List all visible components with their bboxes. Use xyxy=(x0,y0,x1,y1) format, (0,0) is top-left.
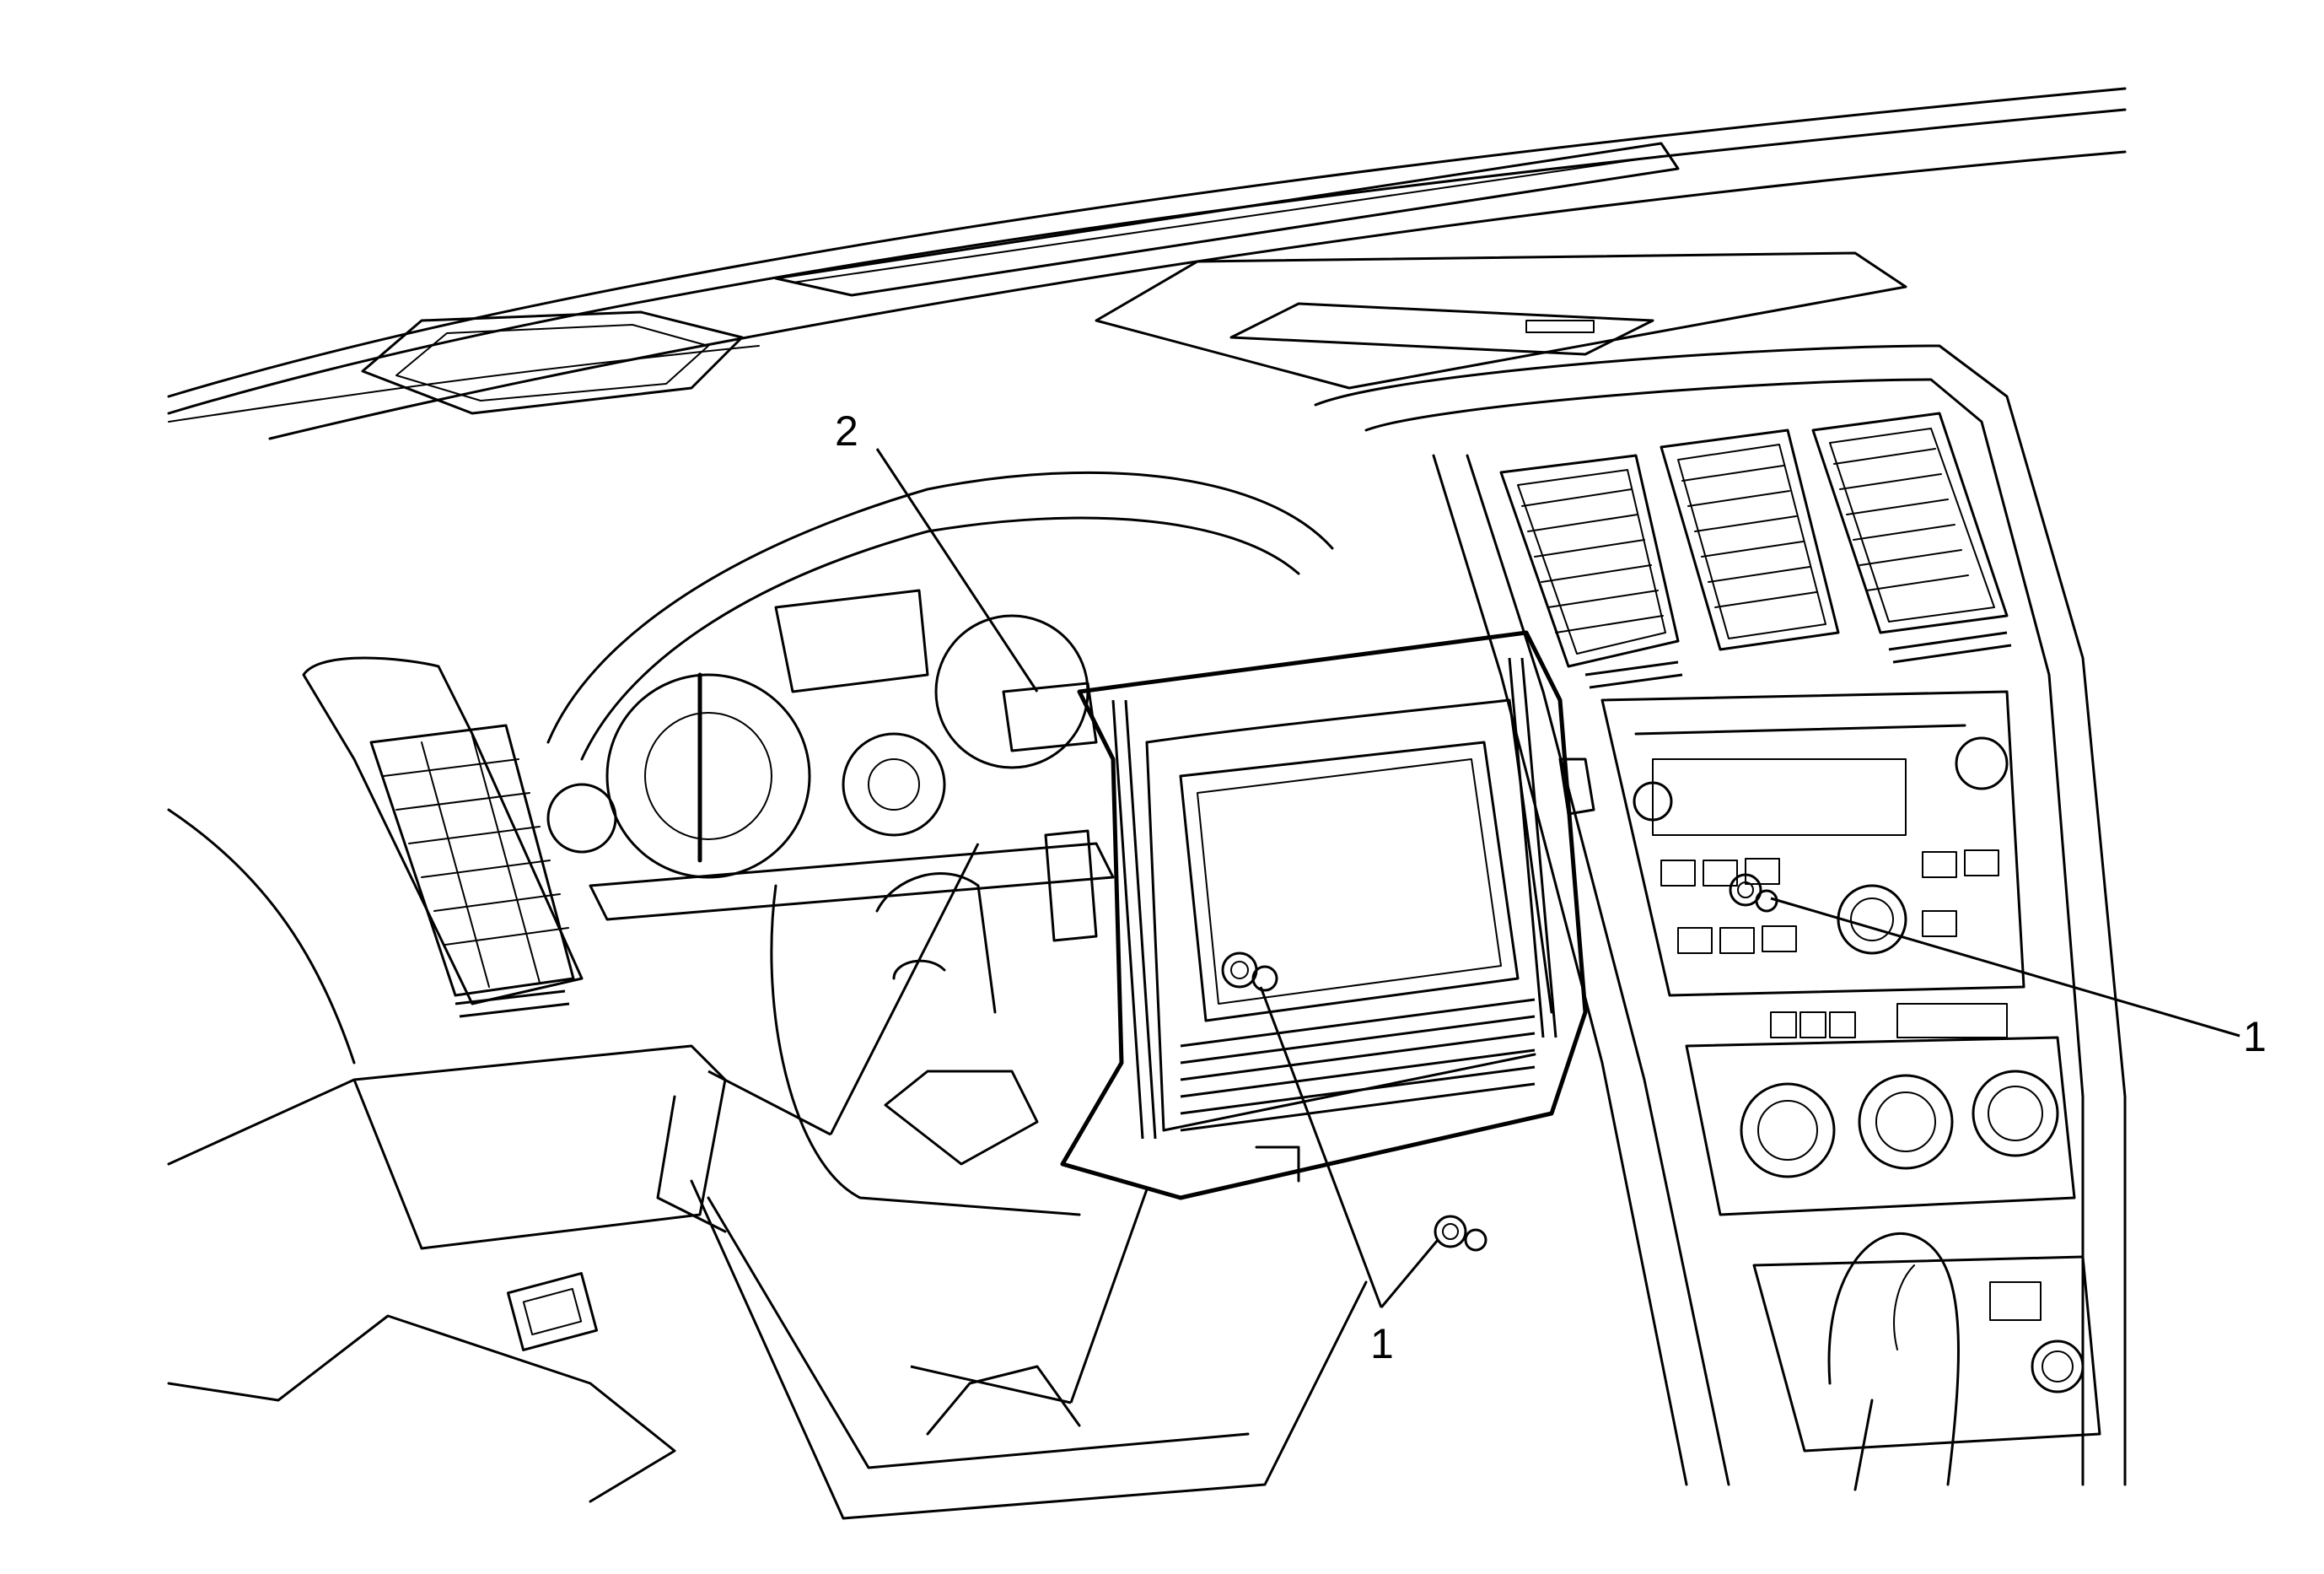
climate-control-panel xyxy=(1685,1003,2076,1216)
callout-label-2: 2 xyxy=(835,407,858,455)
callout-leaders xyxy=(707,448,2241,1404)
center-upper-bin xyxy=(1095,251,1907,390)
knee-bolster-opening xyxy=(352,1044,1368,1520)
push-pin-fastener-left xyxy=(1221,951,1278,992)
shift-lever-console xyxy=(1752,1232,2101,1491)
left-air-vent xyxy=(302,656,584,1018)
defroster-grille xyxy=(774,142,1680,297)
push-pin-fastener-lower xyxy=(1434,1215,1487,1252)
left-dash-side xyxy=(167,808,676,1503)
instrument-cluster-trim-bezel xyxy=(1002,630,1595,1200)
dashboard-top-outline xyxy=(167,87,2127,440)
center-air-vent-middle xyxy=(1660,429,1840,651)
center-stack-panel xyxy=(1314,344,2127,1486)
center-air-vent-right xyxy=(1811,412,2012,664)
instrument-cluster xyxy=(546,471,1334,921)
push-pin-fastener-right xyxy=(1729,873,1778,913)
radio-unit xyxy=(1600,690,2025,997)
left-dash-speaker-opening xyxy=(361,310,744,415)
callout-label-1-right: 1 xyxy=(2243,1013,2267,1060)
steering-column-area xyxy=(770,872,1081,1216)
callout-label-1-bottom: 1 xyxy=(1370,1320,1394,1367)
center-air-vent-left xyxy=(1499,454,1683,689)
